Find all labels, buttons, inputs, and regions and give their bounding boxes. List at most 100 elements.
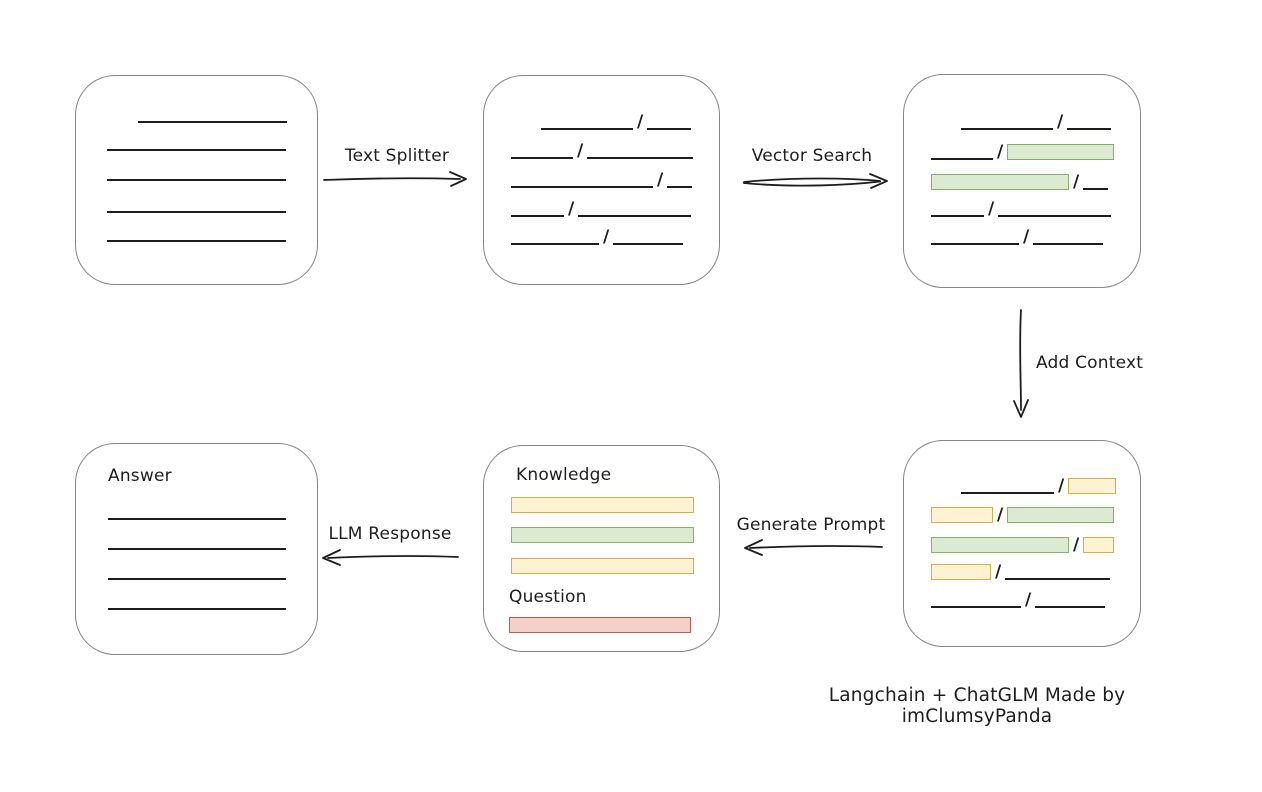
node-answer: Answer — [75, 443, 318, 655]
chunk-row: / — [541, 112, 692, 132]
node-prompt: Knowledge Question — [483, 445, 720, 652]
arrow-line — [327, 555, 459, 559]
text-line — [961, 492, 1054, 494]
text-line — [931, 606, 1021, 608]
arrow-head — [449, 171, 467, 187]
text-line — [613, 243, 684, 245]
generate-prompt-arrow-icon — [744, 539, 883, 556]
yellow-chunk — [931, 564, 991, 580]
slash-separator: / — [603, 227, 610, 247]
green-chunk — [511, 527, 694, 543]
green-chunk — [1007, 507, 1115, 523]
chunk-row: / — [931, 505, 1115, 525]
slash-separator: / — [1073, 172, 1080, 192]
text-line — [647, 128, 692, 130]
arrow-head — [322, 549, 341, 566]
diagram-caption: Langchain + ChatGLM Made by imClumsyPand… — [828, 685, 1126, 727]
arrow-label-llm-response: LLM Response — [328, 524, 452, 544]
chunk-row — [107, 164, 286, 181]
text-line — [108, 548, 286, 550]
green-chunk — [1007, 144, 1115, 160]
arrow-line — [743, 177, 881, 183]
text-line — [931, 243, 1019, 245]
node-context-chunks: / / / / / — [903, 440, 1141, 647]
text-line — [107, 211, 286, 213]
arrow-head — [869, 173, 888, 189]
text-line — [1005, 578, 1111, 580]
text-line — [107, 149, 286, 151]
chunk-row — [138, 106, 287, 123]
chunk-row: / — [511, 227, 684, 247]
text-line — [138, 121, 287, 123]
chunk-row — [509, 616, 691, 633]
chunk-row — [107, 196, 286, 213]
node-source-document — [75, 75, 318, 285]
green-chunk — [931, 537, 1069, 553]
slash-separator: / — [657, 170, 664, 190]
chunk-row — [511, 526, 694, 543]
text-line — [1067, 128, 1112, 130]
slash-separator: / — [1023, 227, 1030, 247]
slash-separator: / — [988, 199, 995, 219]
chunk-row: / — [511, 141, 694, 161]
text-line — [511, 186, 653, 188]
text-line — [107, 179, 286, 181]
arrow-label-generate-prompt: Generate Prompt — [736, 515, 886, 535]
llm-response-arrow-icon — [322, 549, 459, 566]
chunk-row: / — [961, 477, 1117, 495]
chunk-row: / — [931, 562, 1111, 582]
chunk-row: / — [931, 199, 1112, 219]
text-line — [1033, 243, 1104, 245]
chunk-row — [108, 563, 286, 580]
chunk-row — [108, 503, 286, 520]
arrow-head — [744, 539, 763, 556]
chunk-row: / — [931, 172, 1109, 192]
red-chunk — [509, 617, 691, 633]
chunk-row — [107, 134, 286, 151]
slash-separator: / — [995, 562, 1002, 582]
text-line — [931, 215, 984, 217]
text-line — [108, 578, 286, 580]
node-split-chunks: / / / / / — [483, 75, 720, 285]
slash-separator: / — [1025, 590, 1032, 610]
arrow-line — [743, 180, 881, 187]
arrow-line — [749, 545, 883, 549]
text-line — [961, 128, 1053, 130]
yellow-chunk — [1083, 537, 1115, 553]
slash-separator: / — [1073, 535, 1080, 555]
arrow-label-text-splitter: Text Splitter — [344, 146, 450, 166]
text-line — [108, 608, 286, 610]
slash-separator: / — [577, 141, 584, 161]
text-line — [541, 128, 633, 130]
chunk-row — [511, 496, 694, 513]
arrow-line — [1019, 309, 1022, 411]
slash-separator: / — [997, 505, 1004, 525]
chunk-row — [107, 225, 286, 242]
text-line — [108, 518, 286, 520]
arrow-head — [1013, 399, 1029, 418]
chunk-row: / — [511, 200, 692, 218]
arrow-label-add-context: Add Context — [1036, 353, 1144, 373]
arrow-label-vector-search: Vector Search — [751, 146, 873, 166]
text-line — [107, 240, 286, 242]
chunk-row: / — [931, 143, 1115, 161]
text-line — [511, 215, 564, 217]
chunk-row — [108, 593, 286, 610]
yellow-chunk — [931, 507, 993, 523]
chunk-row: / — [961, 112, 1112, 132]
chunk-row — [108, 533, 286, 550]
green-chunk — [931, 174, 1069, 190]
slash-separator: / — [637, 112, 644, 132]
chunk-row — [511, 557, 694, 574]
text-line — [931, 158, 993, 160]
text-splitter-arrow-icon — [323, 171, 467, 187]
yellow-chunk — [511, 558, 694, 574]
text-line — [587, 157, 694, 159]
vector-search-arrow-icon — [743, 173, 888, 189]
question-label: Question — [509, 587, 587, 607]
chunk-row: / — [931, 227, 1104, 247]
slash-separator: / — [1057, 112, 1064, 132]
text-line — [511, 243, 599, 245]
yellow-chunk — [1068, 478, 1117, 494]
